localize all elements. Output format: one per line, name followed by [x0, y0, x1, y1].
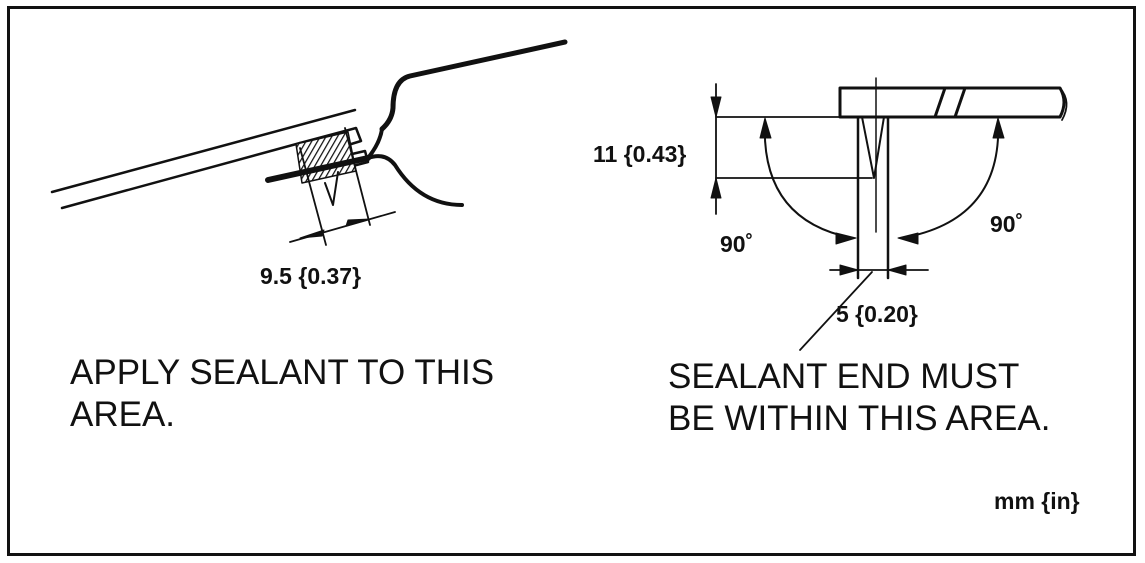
height-arrow-top — [710, 96, 722, 118]
angle-arc-right — [901, 119, 1000, 239]
extension-line-left — [299, 147, 327, 246]
angle-label-left: 90˚ — [720, 231, 753, 257]
height-dimension-label: 11 {0.43} — [593, 141, 686, 167]
width-arrow-left — [839, 264, 859, 276]
left-caption-line-2: AREA. — [70, 395, 176, 434]
left-caption: APPLY SEALANT TO THIS AREA. — [70, 352, 494, 436]
angle-arrow-left-bottom — [835, 232, 857, 245]
left-caption-line-1: APPLY SEALANT TO THIS — [70, 353, 495, 392]
dimension-arrow-left — [299, 229, 325, 239]
sealant-bead — [324, 171, 339, 206]
right-caption-line-1: SEALANT END MUST — [668, 357, 1020, 396]
angle-arrow-left-top — [759, 117, 772, 139]
extension-line-right — [344, 127, 371, 226]
sealant-area — [295, 131, 357, 184]
panel-break — [1059, 87, 1068, 121]
glass-upper-edge — [50, 108, 357, 194]
angle-label-right: 90˚ — [990, 211, 1023, 237]
right-detail-drawing — [710, 77, 1068, 351]
panel-outline — [838, 86, 1066, 119]
width-arrow-right — [887, 264, 907, 276]
right-caption: SEALANT END MUST BE WITHIN THIS AREA. — [668, 356, 1050, 440]
height-arrow-bottom — [710, 177, 722, 199]
angle-arrow-right-bottom — [897, 232, 919, 245]
sealant-end-v — [861, 116, 885, 179]
units-label: mm {in} — [994, 488, 1080, 514]
angle-arc-left — [763, 119, 853, 239]
roof-inner-drop — [366, 127, 384, 160]
panel-stripe-1 — [933, 86, 947, 119]
dimension-arrow-right — [345, 218, 371, 227]
width-dimension-label: 5 {0.20} — [836, 301, 918, 327]
body-flange — [265, 155, 371, 183]
right-caption-line-2: BE WITHIN THIS AREA. — [668, 399, 1051, 438]
lower-panel — [366, 154, 464, 207]
left-dimension-label: 9.5 {0.37} — [260, 263, 361, 289]
roof-panel — [379, 39, 568, 132]
panel-stripe-2 — [953, 86, 967, 119]
diagram-frame — [7, 6, 1136, 556]
leader-line — [799, 271, 873, 351]
left-detail-drawing — [50, 39, 568, 246]
angle-arrow-right-top — [992, 117, 1005, 139]
glass-lower-edge — [60, 141, 302, 210]
